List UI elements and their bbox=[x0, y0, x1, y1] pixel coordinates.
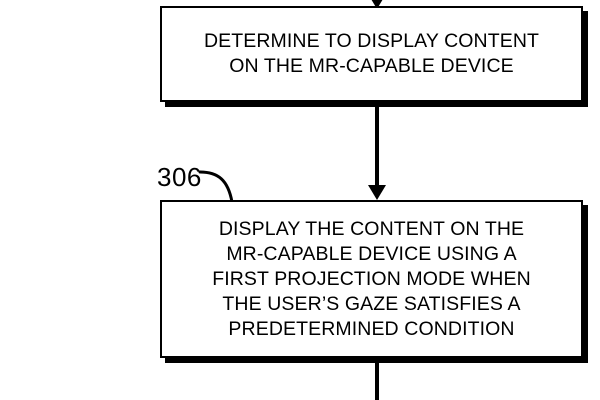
reference-numeral-306: 306 bbox=[157, 162, 202, 192]
flowchart-step-306: DISPLAY THE CONTENT ON THE MR-CAPABLE DE… bbox=[160, 200, 583, 358]
flowchart-step-306-text: DISPLAY THE CONTENT ON THE MR-CAPABLE DE… bbox=[212, 217, 531, 340]
reference-numeral-306-leader-line bbox=[198, 170, 234, 204]
flowchart-step-304: DETERMINE TO DISPLAY CONTENT ON THE MR-C… bbox=[160, 6, 583, 102]
arrow-step-304-to-step-306-head bbox=[368, 185, 386, 200]
arrow-step-304-to-step-306-line bbox=[375, 107, 379, 187]
line-out-of-step-306 bbox=[375, 363, 379, 400]
flowchart-step-304-text: DETERMINE TO DISPLAY CONTENT ON THE MR-C… bbox=[203, 30, 540, 77]
arrow-into-step-304-head bbox=[368, 0, 386, 9]
